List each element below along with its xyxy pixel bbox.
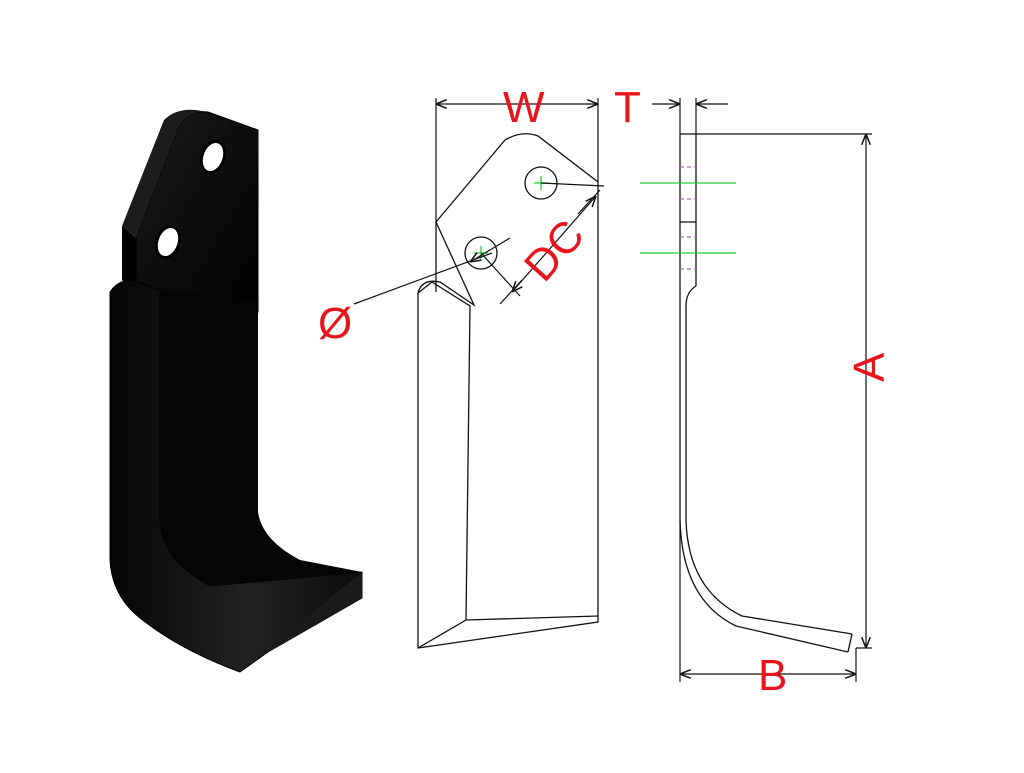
blade-mount-plate-edge bbox=[122, 226, 136, 292]
side-shoulder bbox=[685, 285, 853, 635]
blade-hole-lower-icon bbox=[154, 225, 182, 259]
blade-face-strip bbox=[160, 290, 362, 586]
blade-mount-plate bbox=[135, 111, 259, 313]
front-hole-lower bbox=[464, 236, 498, 270]
blade-front-view bbox=[417, 133, 599, 649]
front-outline bbox=[417, 133, 599, 649]
label-b: B bbox=[758, 651, 787, 700]
side-curve bbox=[679, 519, 849, 653]
dimension-w bbox=[435, 98, 599, 222]
blade-mount-plate-back bbox=[122, 109, 208, 238]
blade-3d-view bbox=[109, 109, 363, 673]
dimension-diameter bbox=[353, 237, 511, 305]
side-hidden-holes bbox=[680, 166, 696, 270]
label-diameter: Ø bbox=[318, 299, 352, 348]
dimension-dc bbox=[480, 182, 605, 305]
front-bevel bbox=[417, 281, 599, 649]
label-t: T bbox=[614, 83, 641, 132]
label-w: W bbox=[503, 83, 545, 132]
side-tip bbox=[847, 633, 853, 653]
label-a: A bbox=[845, 352, 894, 382]
dimension-t bbox=[652, 98, 728, 134]
label-dc: DC bbox=[515, 211, 594, 291]
blade-hole-upper-icon bbox=[199, 140, 227, 174]
dimension-a bbox=[696, 133, 872, 649]
side-centrelines bbox=[640, 182, 736, 254]
blade-cutting-edge bbox=[240, 572, 362, 672]
dimension-b bbox=[679, 520, 857, 682]
blade-side-view bbox=[679, 133, 853, 653]
side-plate bbox=[679, 133, 697, 520]
